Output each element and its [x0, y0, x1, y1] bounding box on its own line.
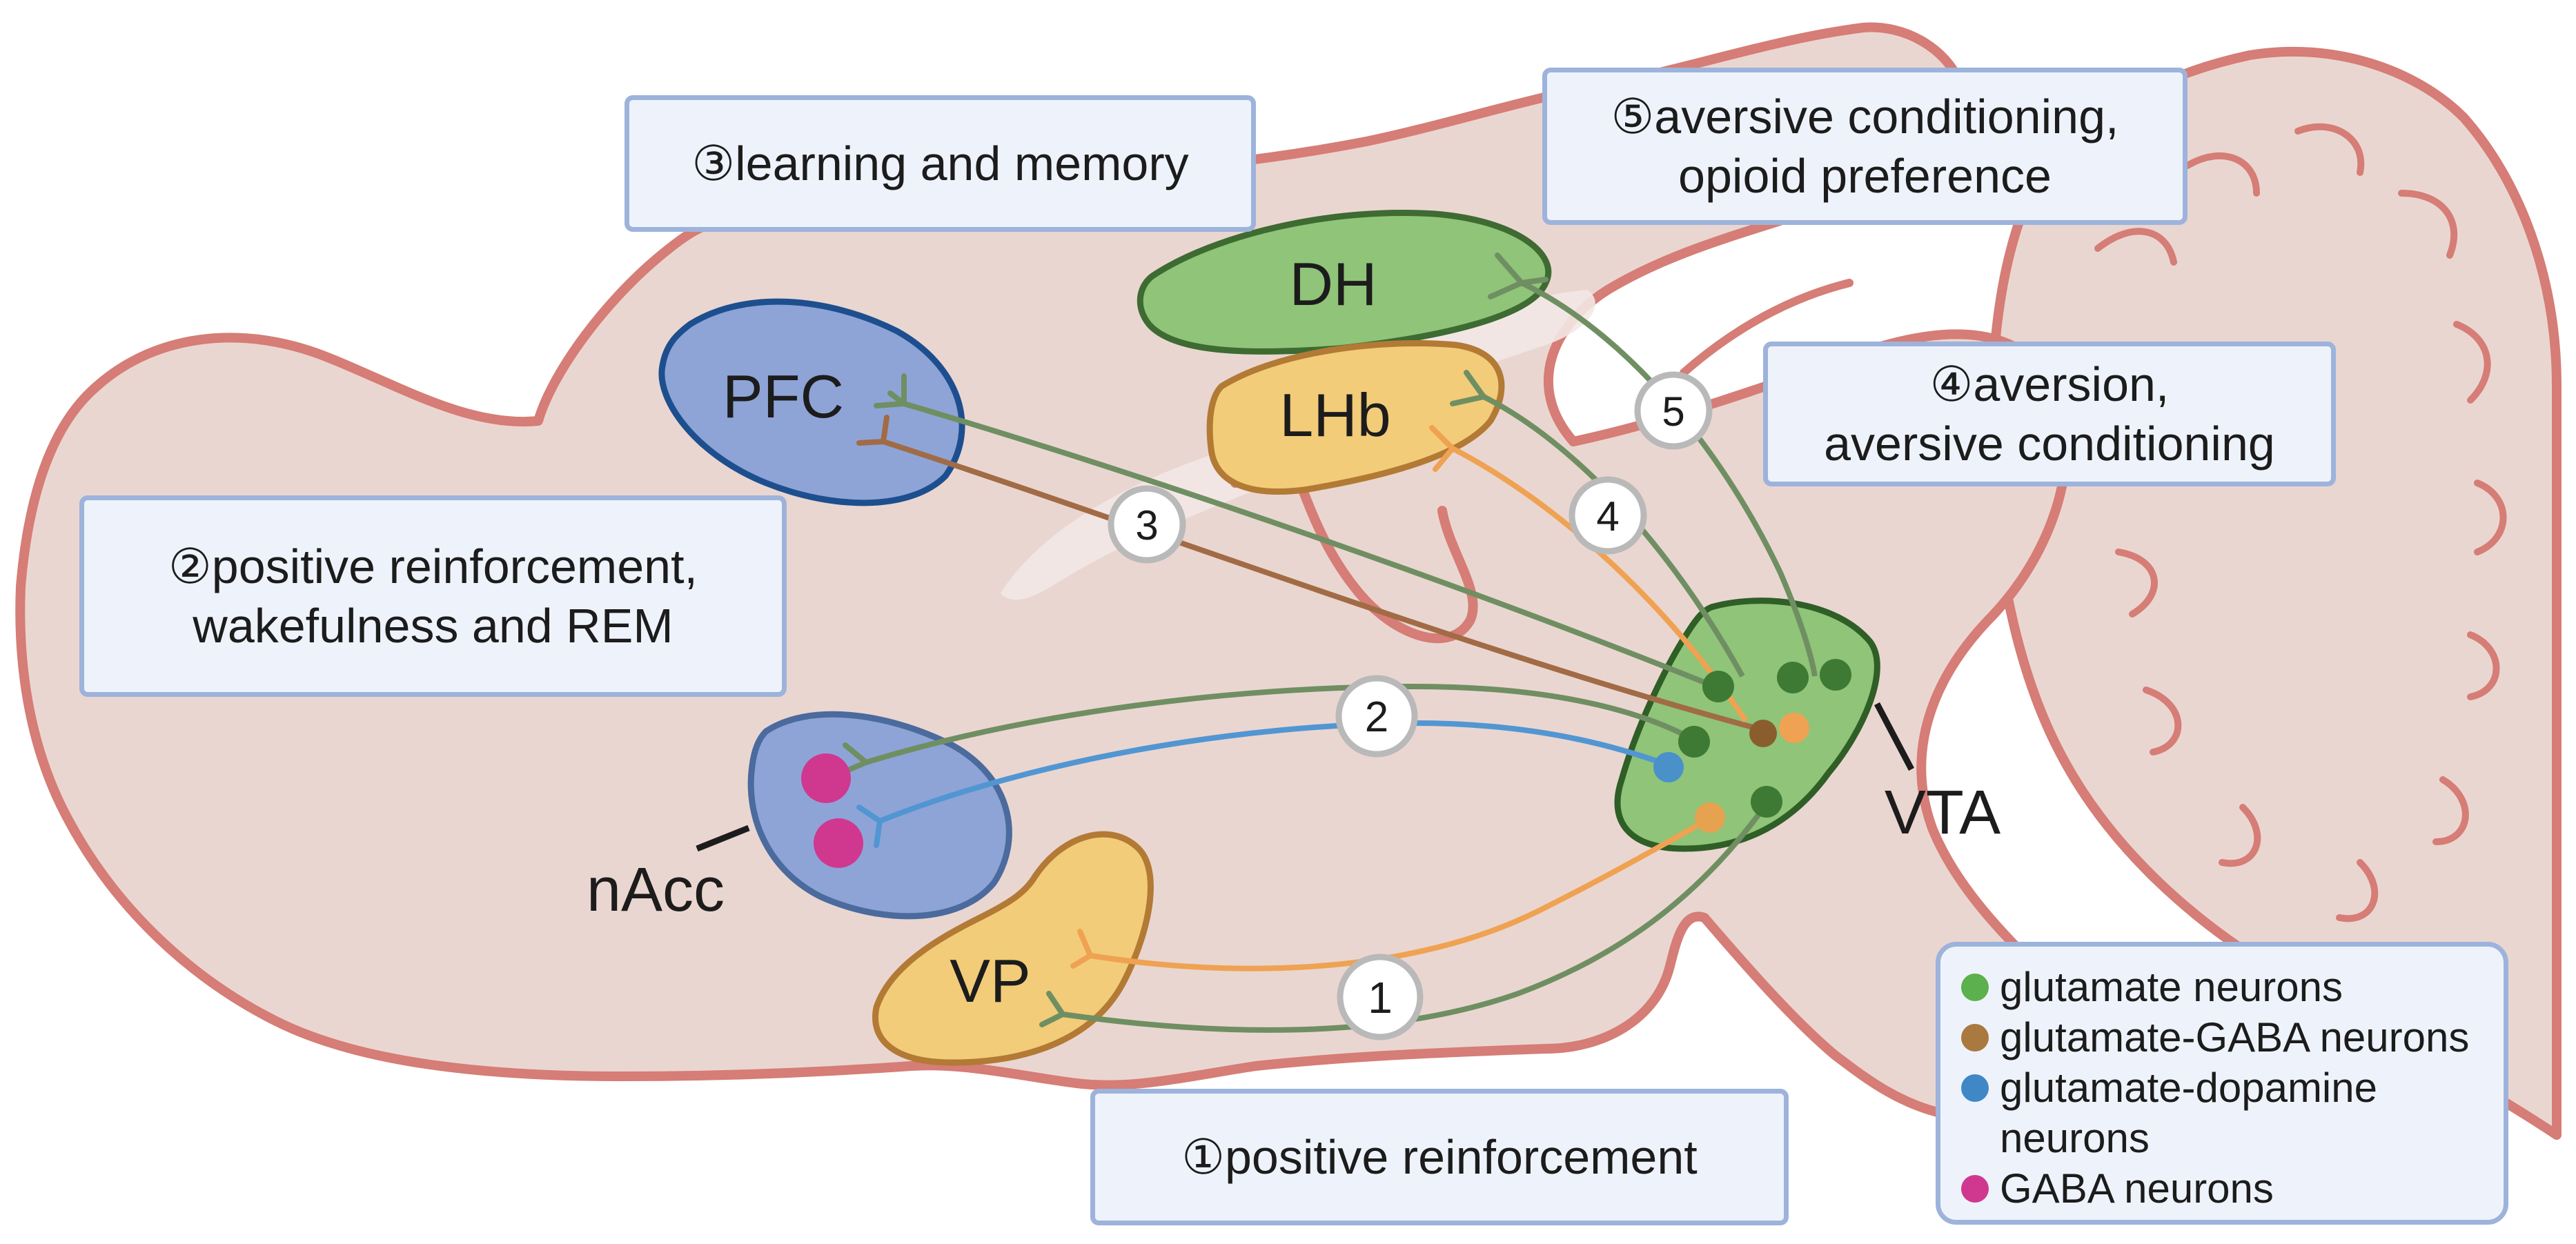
legend-item-glutamate: glutamate neurons: [1961, 962, 2504, 1012]
callout-aversive-conditioning-opioid: ⑤aversive conditioning, opioid preferenc…: [1542, 68, 2187, 225]
pathway-badge-3-label: 3: [1135, 502, 1158, 549]
pathway-badge-5: [1634, 371, 1713, 450]
pathway-badge-5-label: 5: [1662, 388, 1684, 435]
callout-positive-reinforcement-wakefulness-line2: wakefulness and REM: [193, 599, 674, 653]
pathway-3-glutamate: [903, 401, 1716, 689]
pathway-badge-1: [1337, 954, 1424, 1040]
pathway-1-glutamate: [1062, 802, 1769, 1033]
vta-neuron-glutamate: [1820, 659, 1851, 691]
callout-aversion: ④aversion, aversive conditioning: [1763, 342, 2336, 486]
region-labels: PFC DH LHb nAcc VP VTA: [587, 250, 2000, 1015]
legend-item-gaba: GABA neurons: [1961, 1163, 2504, 1214]
vta-neuron-glutamate-gaba: [1779, 713, 1809, 743]
legend-label-gaba: GABA neurons: [2000, 1165, 2274, 1212]
legend-label-glutamate-gaba: glutamate-GABA neurons: [2000, 1014, 2470, 1060]
terminal-dh: [1488, 253, 1548, 299]
region-label-nacc: nAcc: [587, 856, 725, 925]
callout-positive-reinforcement: ①positive reinforcement: [1090, 1089, 1789, 1225]
callout-positive-reinforcement-wakefulness: ②positive reinforcement, wakefulness and…: [79, 495, 787, 697]
vta-neuron-glutamate-dopamine: [1653, 752, 1684, 782]
legend-item-glutamate-dopamine: glutamate-dopamine neurons: [1961, 1063, 2504, 1163]
pathway-badge-3: [1108, 485, 1186, 564]
legend-item-glutamate-gaba: glutamate-GABA neurons: [1961, 1012, 2504, 1063]
callout-aversive-conditioning-opioid-line1: ⑤aversive conditioning,: [1611, 90, 2119, 144]
brain-inner-curve: [1680, 279, 1854, 377]
region-label-pfc: PFC: [722, 362, 844, 431]
callout-learning-and-memory-text: ③learning and memory: [691, 137, 1189, 190]
pathway-1-gaba: [1090, 815, 1713, 971]
terminal-pfc-glutamate: [874, 373, 907, 408]
vta-neuron-glutamate: [1678, 726, 1710, 758]
terminal-lhb-glutamate: [1450, 370, 1486, 406]
vta-neuron-glutamate-gaba: [1695, 802, 1725, 833]
pathway-badge-1-label: 1: [1368, 973, 1393, 1023]
cerebellum-folia: [2094, 123, 2507, 922]
region-label-dh: DH: [1289, 250, 1377, 318]
callout-aversion-line2: aversive conditioning: [1824, 417, 2275, 471]
region-label-vta: VTA: [1885, 778, 2000, 847]
callout-positive-reinforcement-text: ①positive reinforcement: [1181, 1130, 1698, 1184]
pathway-badge-2: [1335, 675, 1418, 758]
region-label-vp: VP: [950, 947, 1030, 1015]
legend-label-glutamate-dopamine-line2: neurons: [2000, 1115, 2150, 1161]
vta-neurons: [1653, 659, 1851, 833]
vta-neuron-glutamate: [1702, 671, 1734, 702]
legend-dot-glutamate: [1961, 974, 1989, 1001]
legend-dot-glutamate-gaba: [1961, 1024, 1989, 1052]
nacc-leader-line: [696, 825, 750, 852]
vta-neuron-glutamate-gaba: [1749, 720, 1777, 747]
region-vp: [872, 831, 1154, 1066]
region-label-lhb: LHb: [1279, 381, 1390, 449]
pathway-3-glutamate-gaba: [882, 439, 1764, 733]
pathway-badges: 1 2 3 4 5: [1108, 371, 1713, 1040]
legend: glutamate neurons glutamate-GABA neurons…: [1936, 942, 2508, 1225]
pathway-badge-4-label: 4: [1596, 493, 1619, 540]
vta-neuron-glutamate: [1777, 662, 1809, 693]
terminal-pfc-glutamate-gaba: [856, 415, 889, 446]
axon-terminals: [839, 253, 1548, 1027]
vta-neuron-glutamate: [1751, 786, 1782, 818]
callout-learning-and-memory: ③learning and memory: [625, 95, 1256, 232]
callout-aversion-line1: ④aversion,: [1929, 357, 2170, 411]
legend-dot-glutamate-dopamine: [1961, 1074, 1989, 1102]
terminal-vp-glutamate: [1039, 991, 1065, 1027]
terminal-lhb-gaba: [1429, 425, 1455, 472]
legend-dot-gaba: [1961, 1175, 1989, 1203]
pathway-badge-4: [1569, 476, 1647, 555]
vta-leader-line: [1874, 702, 1914, 771]
legend-label-glutamate: glutamate neurons: [2000, 964, 2343, 1010]
legend-label-glutamate-dopamine-line1: glutamate-dopamine: [2000, 1065, 2378, 1111]
callout-positive-reinforcement-wakefulness-line1: ②positive reinforcement,: [168, 540, 698, 593]
pathway-badge-2-label: 2: [1365, 693, 1388, 741]
nacc-neurons: [801, 753, 863, 868]
terminal-vp-gaba: [1070, 929, 1093, 969]
region-dh: [1137, 209, 1552, 355]
callout-aversive-conditioning-opioid-line2: opioid preference: [1678, 149, 2052, 203]
nacc-neuron-gaba: [814, 818, 863, 868]
region-pfc: [658, 298, 965, 506]
terminal-nacc-dopamine: [856, 804, 883, 848]
nacc-neuron-gaba: [801, 753, 851, 803]
pathway-5-glutamate: [1520, 280, 1818, 677]
region-lhb: [1206, 340, 1505, 495]
